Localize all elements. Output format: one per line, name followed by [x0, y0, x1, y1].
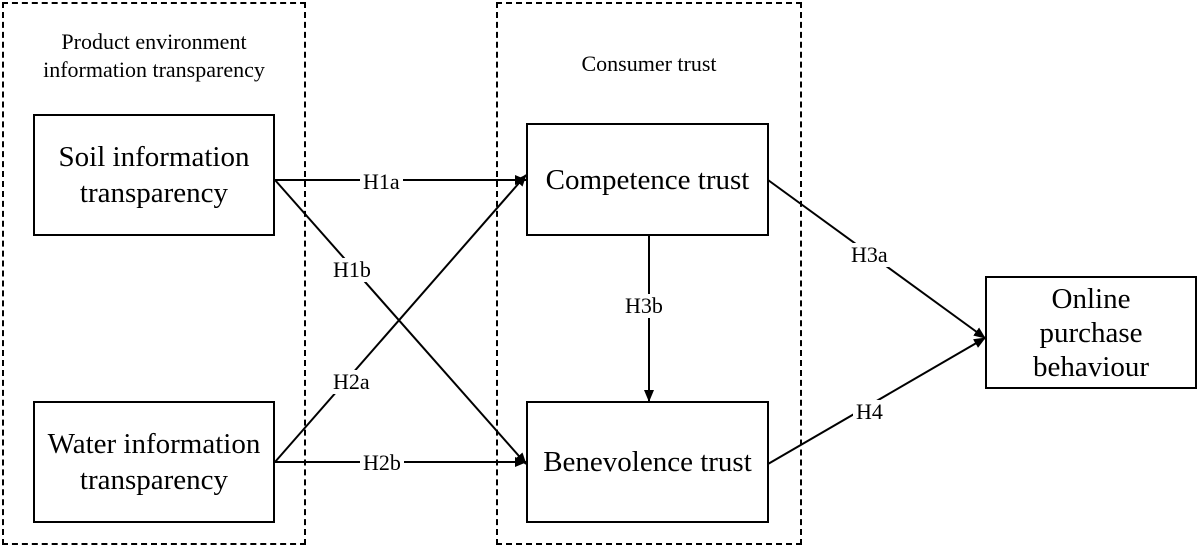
edge-h1b	[274, 179, 527, 465]
soil-information-node: Soil information transparency	[33, 114, 275, 236]
edge-h2a	[274, 174, 527, 463]
competence-trust-node: Competence trust	[526, 123, 769, 236]
water-information-node: Water information transparency	[33, 401, 275, 523]
consumer-trust-group	[496, 2, 802, 545]
edge-label-h2b: H2b	[360, 451, 404, 475]
edge-label-h1b: H1b	[330, 258, 374, 282]
online-purchase-behaviour-node: Online purchase behaviour	[985, 276, 1197, 389]
edge-label-h3a: H3a	[848, 243, 891, 267]
edge-label-h3b: H3b	[622, 294, 666, 318]
edge-label-h4: H4	[853, 400, 886, 424]
edge-label-h1a: H1a	[360, 170, 403, 194]
product-environment-group-title: Product environment information transpar…	[43, 29, 265, 82]
consumer-trust-group-title: Consumer trust	[581, 51, 717, 76]
edge-label-h2a: H2a	[330, 370, 373, 394]
product-environment-group	[2, 2, 306, 545]
benevolence-trust-node: Benevolence trust	[526, 401, 769, 523]
